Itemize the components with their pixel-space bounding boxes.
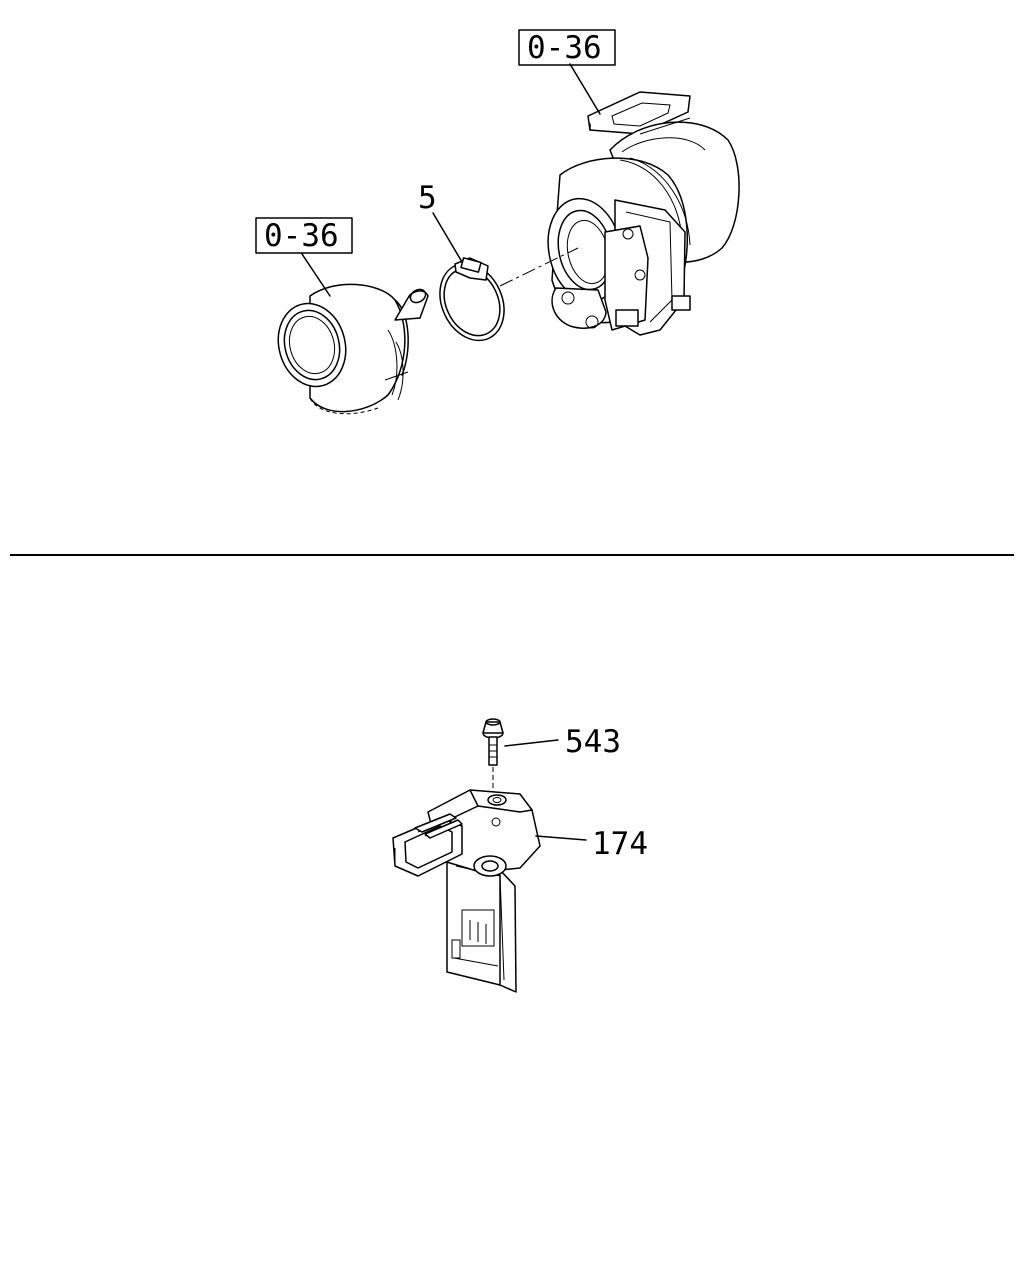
hose-clamp — [439, 257, 505, 342]
callout-bolt: 543 — [565, 724, 621, 760]
turbocharger — [547, 91, 740, 336]
bolt — [482, 718, 504, 797]
inlet-pipe — [277, 283, 429, 415]
callout-sensor: 174 — [592, 826, 648, 862]
mass-air-flow-sensor — [392, 789, 541, 993]
callout-clamp: 5 — [418, 180, 437, 216]
callout-turbo-ref: 0-36 — [527, 30, 602, 66]
callout-inlet-ref: 0-36 — [264, 218, 339, 254]
